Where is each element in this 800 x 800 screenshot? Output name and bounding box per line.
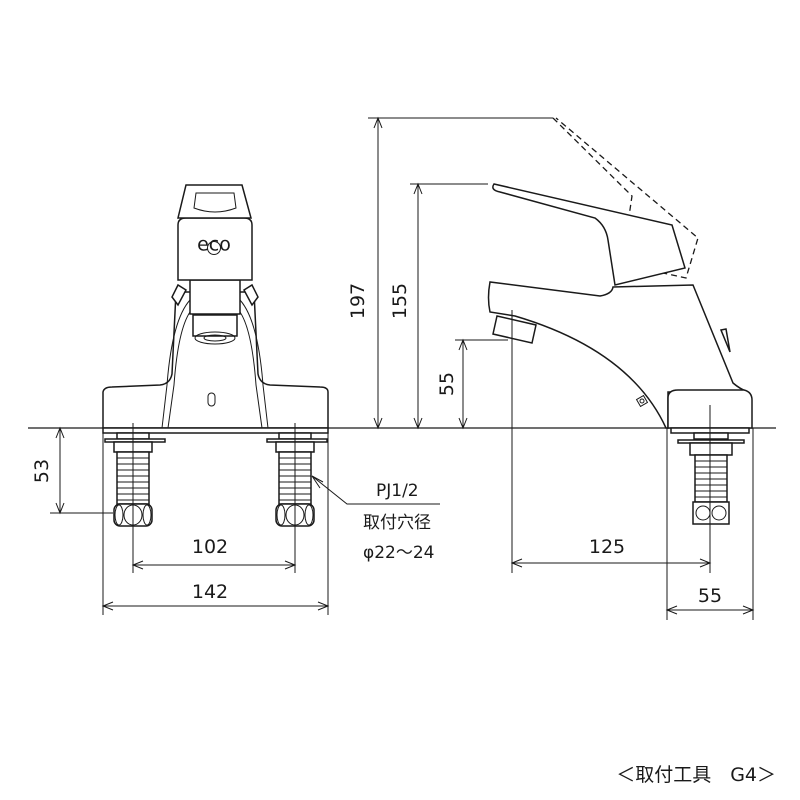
front-lever (177, 184, 252, 219)
dim-125: 125 (510, 536, 712, 568)
dim-label-142: 142 (192, 581, 228, 603)
dim-53: 53 (31, 426, 113, 515)
dim-label-155: 155 (389, 283, 411, 319)
dim-label-53: 53 (31, 459, 53, 483)
dim-label-55-base: 55 (698, 585, 722, 607)
supply-pipe-left (104, 432, 166, 527)
side-view (487, 117, 754, 620)
dim-label-55-spout: 55 (436, 372, 458, 396)
mounting-tool-label: ＜取付工具 G4＞ (616, 764, 776, 786)
dim-55-spout: 55 (436, 338, 508, 430)
connection-label: PJ1/2 (376, 481, 419, 501)
side-lever (492, 183, 686, 286)
side-aerator (492, 315, 537, 344)
eco-badge-icon (207, 241, 221, 255)
dim-label-125: 125 (589, 536, 625, 558)
mounting-hole-label: 取付穴径 (363, 513, 431, 533)
eco-badge-text: eco (197, 234, 231, 256)
dim-102: 102 (131, 536, 297, 570)
pj-callout: PJ1/2 取付穴径 φ22～24 (311, 475, 440, 563)
front-view: eco (102, 184, 329, 615)
dim-label-102: 102 (192, 536, 228, 558)
dim-197: 197 (347, 116, 553, 430)
aerator (194, 331, 236, 345)
dim-55-base: 55 (665, 585, 755, 615)
front-spout-neck (189, 279, 241, 315)
dim-142: 142 (101, 581, 330, 611)
dim-155: 155 (389, 182, 488, 430)
dim-label-197: 197 (347, 283, 369, 319)
indicator-mark (207, 392, 216, 407)
mounting-hole-value: φ22～24 (363, 543, 434, 563)
